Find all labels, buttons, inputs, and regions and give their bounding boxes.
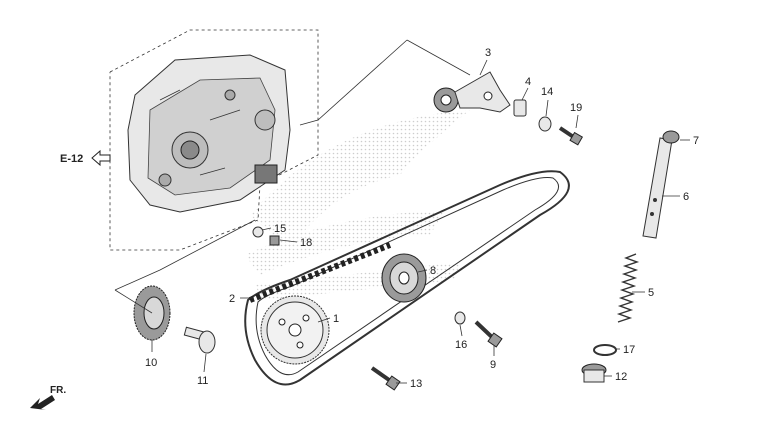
- callout-8: 8: [430, 265, 436, 277]
- callout-1: 1: [333, 313, 339, 325]
- collar: [513, 99, 527, 117]
- bolt-9: [474, 320, 503, 348]
- cam-chain: [244, 170, 570, 386]
- washer-14: [538, 116, 552, 132]
- gear-shaft: [183, 326, 216, 354]
- crankcase-group: [109, 29, 319, 251]
- washer-15: [252, 226, 264, 238]
- tensioner-arm: [433, 71, 511, 113]
- callout-7: 7: [693, 135, 699, 147]
- callout-11: 11: [197, 375, 208, 387]
- bolt-18: [269, 235, 280, 246]
- o-ring: [593, 344, 617, 356]
- callout-12: 12: [615, 371, 627, 383]
- cam-sprocket: [260, 295, 330, 365]
- callout-16: 16: [455, 339, 467, 351]
- callout-18: 18: [300, 237, 312, 249]
- callout-2: 2: [229, 293, 235, 305]
- bolt-19: [558, 126, 584, 146]
- callout-6: 6: [683, 191, 689, 203]
- washer-16: [454, 311, 466, 325]
- bolt-13: [370, 366, 401, 391]
- callout-13: 13: [410, 378, 422, 390]
- callout-10: 10: [145, 357, 157, 369]
- callout-9: 9: [490, 359, 496, 371]
- callout-15: 15: [274, 223, 286, 235]
- callout-14: 14: [541, 86, 553, 98]
- callout-3: 3: [485, 47, 491, 59]
- reference-e12[interactable]: E-12: [60, 149, 111, 167]
- tensioner-roller: [381, 253, 427, 303]
- reference-label: E-12: [60, 153, 83, 165]
- callout-5: 5: [648, 287, 654, 299]
- arrow-left-icon: [91, 149, 111, 167]
- sealing-bolt: [581, 363, 607, 383]
- front-arrow-icon: [30, 395, 55, 410]
- callout-labels: 1 2 3 4 5 6 7 8 9 10 11 12 13 14 15 16 1…: [145, 47, 699, 390]
- callout-17: 17: [623, 344, 635, 356]
- tensioner-spring: [616, 253, 640, 323]
- callout-4: 4: [525, 76, 531, 88]
- callout-19: 19: [570, 102, 582, 114]
- tensioner-push-rod: [642, 137, 673, 239]
- rod-cap: [662, 130, 680, 144]
- leader-lines: [114, 39, 690, 384]
- front-label: FR.: [50, 385, 66, 396]
- front-marker: FR.: [30, 385, 66, 410]
